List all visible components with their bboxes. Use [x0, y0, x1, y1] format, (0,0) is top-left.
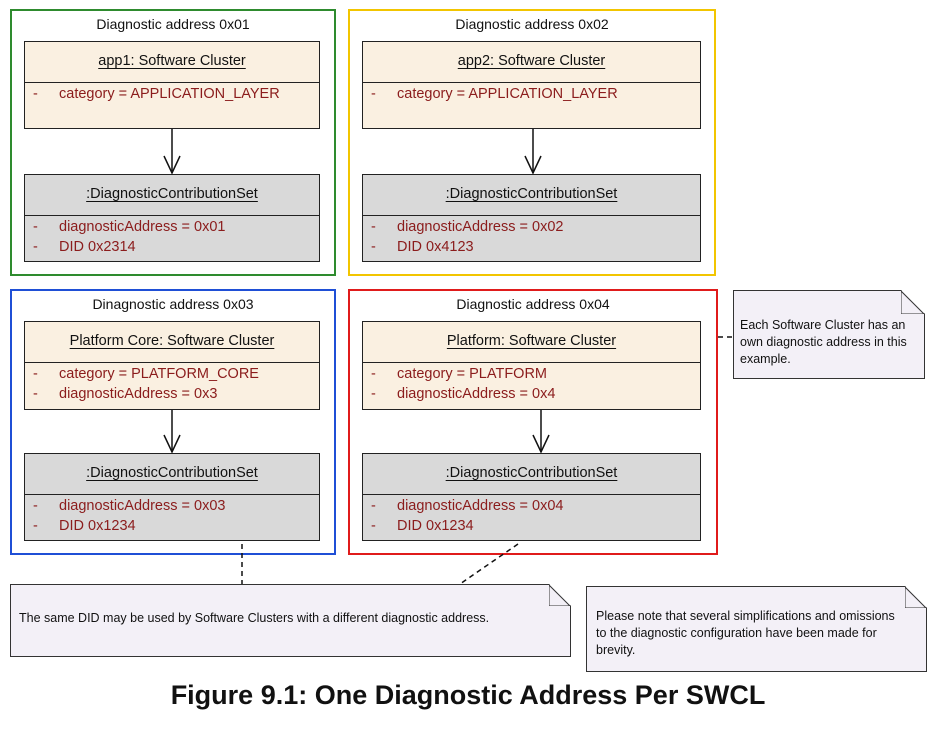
note-text: Each Software Cluster has an own diagnos…: [740, 318, 907, 366]
note-text: Please note that several simplifications…: [596, 609, 895, 657]
class-name: :DiagnosticContributionSet: [86, 465, 258, 481]
note-same-did: The same DID may be used by Software Clu…: [10, 584, 571, 657]
software-cluster-box: app2: Software Cluster -category = APPLI…: [362, 41, 701, 129]
attribute-row: -category = PLATFORM: [371, 366, 548, 382]
attribute-row: -DID 0x1234: [33, 518, 136, 534]
class-name: Platform Core: Software Cluster: [69, 333, 275, 349]
attribute-row: -diagnosticAddress = 0x03: [33, 498, 226, 514]
attribute-row: -DID 0x2314: [33, 239, 136, 255]
arrow-down-icon: [524, 129, 542, 175]
note-text: The same DID may be used by Software Clu…: [19, 611, 490, 625]
group-title: Dinagnostic address 0x03: [92, 296, 254, 312]
class-name: app1: Software Cluster: [98, 53, 246, 69]
note-each-cluster: Each Software Cluster has an own diagnos…: [733, 290, 925, 379]
group-frame-0x04: Diagnostic address 0x04: [348, 289, 718, 555]
contribution-set-box: :DiagnosticContributionSet -diagnosticAd…: [362, 174, 701, 262]
attribute-row: -diagnosticAddress = 0x3: [33, 386, 218, 402]
class-name: :DiagnosticContributionSet: [445, 465, 618, 481]
contribution-set-box: :DiagnosticContributionSet -diagnosticAd…: [24, 174, 320, 262]
class-name: :DiagnosticContributionSet: [86, 186, 258, 202]
note-fold-icon: [905, 586, 927, 608]
note-simplifications: Please note that several simplifications…: [586, 586, 927, 672]
note-anchor-line: [459, 543, 519, 585]
attribute-row: -category = APPLICATION_LAYER: [371, 86, 618, 102]
attribute-row: -diagnosticAddress = 0x4: [371, 386, 556, 402]
class-name: :DiagnosticContributionSet: [445, 186, 618, 202]
group-title: Diagnostic address 0x02: [455, 16, 609, 32]
figure-caption: Figure 9.1: One Diagnostic Address Per S…: [170, 680, 766, 710]
attribute-row: -diagnosticAddress = 0x02: [371, 219, 564, 235]
contribution-set-box: :DiagnosticContributionSet -diagnosticAd…: [362, 453, 701, 541]
contribution-set-box: :DiagnosticContributionSet -diagnosticAd…: [24, 453, 320, 541]
note-fold-icon: [549, 584, 571, 606]
group-frame-0x01: Diagnostic address 0x01: [10, 9, 336, 276]
software-cluster-box: Platform Core: Software Cluster -categor…: [24, 321, 320, 410]
attribute-row: -diagnosticAddress = 0x04: [371, 498, 564, 514]
software-cluster-box: Platform: Software Cluster -category = P…: [362, 321, 701, 410]
arrow-down-icon: [532, 410, 550, 454]
note-fold-icon: [901, 290, 925, 314]
attribute-row: -diagnosticAddress = 0x01: [33, 219, 226, 235]
class-name: Platform: Software Cluster: [446, 333, 617, 349]
group-title: Diagnostic address 0x04: [456, 296, 610, 312]
group-frame-0x03: Dinagnostic address 0x03: [10, 289, 336, 555]
arrow-down-icon: [163, 129, 181, 175]
arrow-down-icon: [163, 410, 181, 454]
group-title: Diagnostic address 0x01: [96, 16, 250, 32]
attribute-row: -DID 0x4123: [371, 239, 474, 255]
attribute-row: -DID 0x1234: [371, 518, 474, 534]
attribute-row: -category = APPLICATION_LAYER: [33, 86, 280, 102]
class-name: app2: Software Cluster: [457, 53, 606, 69]
attribute-row: -category = PLATFORM_CORE: [33, 366, 259, 382]
software-cluster-box: app1: Software Cluster -category = APPLI…: [24, 41, 320, 129]
group-frame-0x02: Diagnostic address 0x02: [348, 9, 716, 276]
